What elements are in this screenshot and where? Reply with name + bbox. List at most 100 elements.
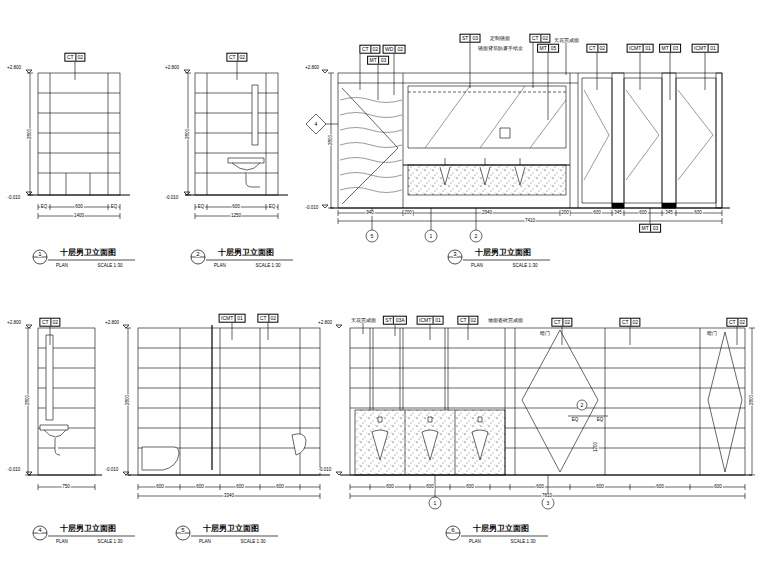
section-marker xyxy=(429,497,441,509)
note: 墙面瓷砖完成面 xyxy=(487,318,523,323)
material-code: MT xyxy=(660,45,670,52)
level-mark: -0.010 xyxy=(305,206,319,211)
material-tag: CT02 xyxy=(726,318,747,327)
dimension: 600 xyxy=(694,211,703,216)
marker-line xyxy=(435,475,548,497)
elevation-4 xyxy=(25,326,102,490)
dimension: 1400 xyxy=(73,214,84,219)
material-tag: MT03 xyxy=(639,224,661,233)
mirror xyxy=(408,86,566,148)
callout-number: 2 xyxy=(196,251,200,257)
tile-joints xyxy=(350,328,745,475)
dimension: EQ xyxy=(596,418,604,423)
floor-line xyxy=(128,475,330,476)
drawing-title: 十层男卫立面图 xyxy=(60,525,117,533)
dimension: 600 xyxy=(596,485,605,490)
dimension-lines xyxy=(350,328,755,499)
section-marker xyxy=(542,497,554,509)
dimension: 600 xyxy=(232,205,241,210)
note: 暗门 xyxy=(707,331,718,336)
section-marker xyxy=(577,400,587,410)
material-code: ICMT xyxy=(220,315,235,322)
material-tag: CT02 xyxy=(359,45,380,54)
material-code: ST xyxy=(461,35,470,42)
dimension: EQ xyxy=(40,205,48,210)
mirror-light xyxy=(408,92,566,93)
mirror-reflection xyxy=(425,86,566,148)
material-code: MT xyxy=(368,57,378,64)
material-number: 03 xyxy=(470,35,480,42)
leader-line xyxy=(237,61,238,80)
dimension: 750 xyxy=(62,485,71,490)
leader-line xyxy=(360,42,705,224)
scale-note: SCALE 1:30 xyxy=(255,264,281,269)
door-swing xyxy=(342,88,398,204)
material-tag: ST03A xyxy=(383,316,407,325)
callout-number: 6 xyxy=(451,527,455,533)
dimension-lines xyxy=(27,73,120,219)
elevation-3 xyxy=(306,42,730,242)
callout-number: 1 xyxy=(429,234,433,239)
elevation-2 xyxy=(185,61,288,219)
material-code: CT xyxy=(65,54,75,61)
stone-panel xyxy=(355,410,505,475)
material-tag: CT02 xyxy=(529,34,550,43)
material-number: 02 xyxy=(737,319,747,326)
level-symbol xyxy=(26,70,342,475)
tile-joints xyxy=(138,328,320,475)
marker-line xyxy=(372,208,476,230)
note: 暗门 xyxy=(540,331,551,336)
section-marker xyxy=(470,230,482,242)
dimension: 3340 xyxy=(223,494,234,499)
plan-tag: PLAN xyxy=(471,264,484,269)
dimension: EQ xyxy=(110,205,118,210)
elevation-5 xyxy=(125,322,330,499)
dimension: 600 xyxy=(714,485,723,490)
wall-outline xyxy=(350,328,745,475)
basin-symbol xyxy=(228,85,264,187)
plan-tag: PLAN xyxy=(214,264,227,269)
dimension: 600 xyxy=(75,205,84,210)
material-number: 03 xyxy=(378,57,388,64)
callout-number: 5 xyxy=(181,527,185,533)
material-tag: MT05 xyxy=(537,44,559,53)
material-number: 03 xyxy=(650,225,660,232)
material-number: 02 xyxy=(50,319,60,326)
dimension: 2800 xyxy=(126,394,131,405)
dimension: 345 xyxy=(665,211,674,216)
dimension: 600 xyxy=(276,485,285,490)
wall-outline xyxy=(38,328,95,475)
dimension: 2800 xyxy=(750,394,755,405)
material-code: CT xyxy=(552,319,562,326)
scale-note: SCALE 1:30 xyxy=(97,540,123,545)
tile-joints xyxy=(38,73,120,195)
scale-note: SCALE 1:30 xyxy=(240,540,266,545)
material-code: MT xyxy=(640,225,650,232)
dimension: 2800 xyxy=(329,134,334,145)
urinal-symbol xyxy=(292,434,306,455)
dimension: EQ xyxy=(571,418,579,423)
material-tag: WD02 xyxy=(383,45,406,54)
material-number: 05 xyxy=(548,45,558,52)
dimension: 600 xyxy=(466,485,475,490)
callout-number: 3 xyxy=(546,501,550,506)
material-code: ICMT xyxy=(628,45,643,52)
pilaster xyxy=(370,328,448,410)
dimension: 200 xyxy=(561,211,570,216)
dimension: 2800 xyxy=(26,394,31,405)
flush-valve xyxy=(378,417,482,422)
dimension-lines xyxy=(25,328,95,490)
dimension-lines xyxy=(328,73,722,224)
drawing-title: 十层男卫立面图 xyxy=(203,525,260,533)
scale-note: SCALE 1:30 xyxy=(512,264,538,269)
section-marker xyxy=(366,230,378,242)
level-mark: -0.010 xyxy=(7,468,21,473)
material-number: 01 xyxy=(708,45,718,52)
callout-number: 1 xyxy=(38,251,42,257)
dimension: 200 xyxy=(404,211,413,216)
level-mark: -0.010 xyxy=(7,196,21,201)
material-code: CT xyxy=(258,315,268,322)
dimension: 7810 xyxy=(541,494,552,499)
material-number: 02 xyxy=(370,46,380,53)
